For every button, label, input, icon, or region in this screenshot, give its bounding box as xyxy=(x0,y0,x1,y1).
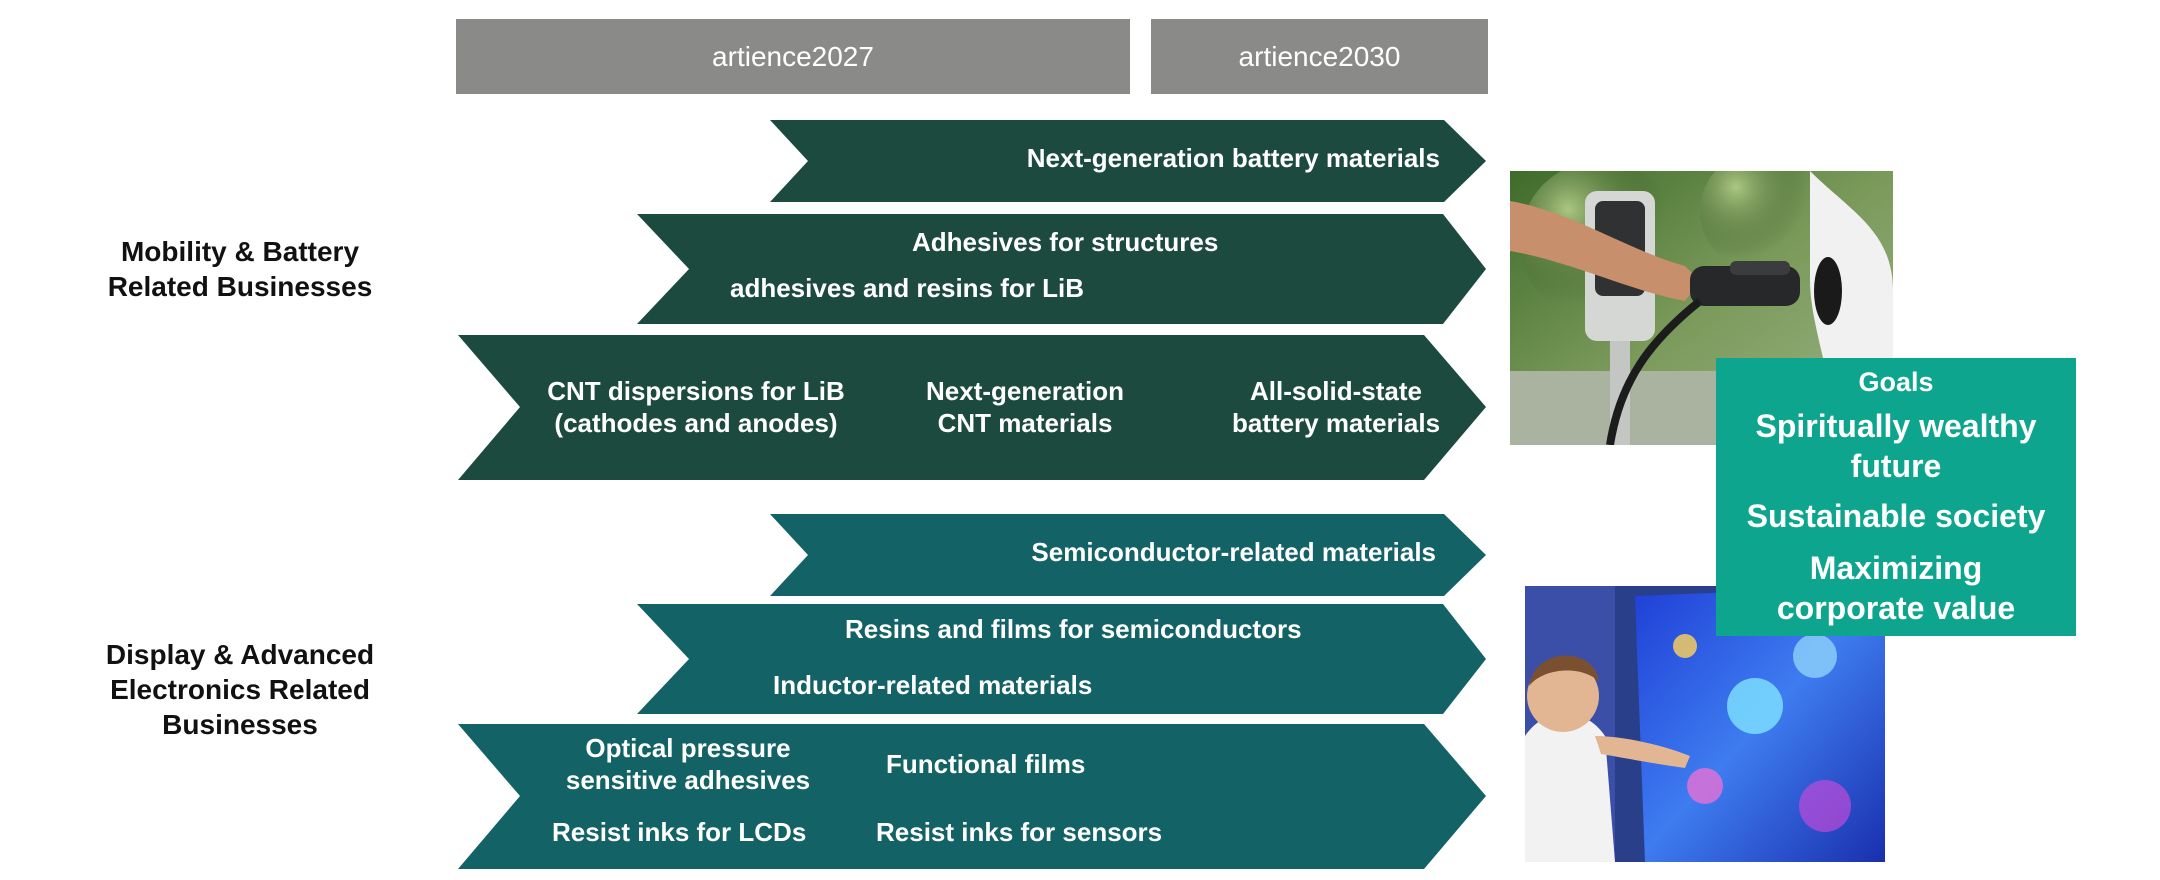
goal-spiritually-wealthy: Spiritually wealthy future xyxy=(1755,408,2037,484)
section-label-display: Display & Advanced Electronics Related B… xyxy=(105,639,375,740)
arrow-optical-item1: Optical pressure sensitive adhesives xyxy=(565,733,811,795)
arrow-shape xyxy=(770,120,1486,202)
arrow-semiconductor: Semiconductor-related materials xyxy=(770,514,1486,596)
goal-maximizing-value: Maximizing corporate value xyxy=(1776,550,2016,626)
child-touchscreen-photo xyxy=(1525,586,1885,862)
arrow-resins-films-line2: Inductor-related materials xyxy=(773,670,1093,700)
goals-box: Goals Spiritually wealthy future Sustain… xyxy=(1716,358,2076,636)
header-artience2030-label: artience2030 xyxy=(1238,40,1401,72)
arrow-adhesives: Adhesives for structures adhesives and r… xyxy=(637,214,1486,324)
arrow-shape xyxy=(637,604,1486,714)
header-artience2030: artience2030 xyxy=(1151,19,1488,94)
arrow-adhesives-line2: adhesives and resins for LiB xyxy=(730,273,1085,303)
arrow-cnt-col3: All-solid-state battery materials xyxy=(1231,376,1441,438)
arrow-adhesives-line1: Adhesives for structures xyxy=(912,227,1219,257)
arrow-optical: Optical pressure sensitive adhesives Fun… xyxy=(458,724,1486,869)
arrow-shape xyxy=(458,724,1486,869)
arrow-resins-films: Resins and films for semiconductors Indu… xyxy=(637,604,1486,714)
arrow-shape xyxy=(458,335,1486,480)
header-artience2027-label: artience2027 xyxy=(712,40,874,72)
arrow-next-gen-battery: Next-generation battery materials xyxy=(770,120,1486,202)
goals-title: Goals xyxy=(1858,367,1934,397)
section-label-mobility: Mobility & Battery Related Businesses xyxy=(107,236,373,302)
arrow-cnt-col1: CNT dispersions for LiB (cathodes and an… xyxy=(547,376,845,438)
header-artience2027: artience2027 xyxy=(456,19,1130,94)
arrow-shape xyxy=(637,214,1486,324)
arrow-cnt-col2: Next-generation CNT materials xyxy=(926,376,1124,438)
arrow-optical-item3: Resist inks for LCDs xyxy=(552,817,807,847)
arrow-shape xyxy=(770,514,1486,596)
arrow-resins-films-line1: Resins and films for semiconductors xyxy=(845,614,1302,644)
goal-sustainable-society: Sustainable society xyxy=(1746,498,2046,534)
arrow-next-gen-battery-label: Next-generation battery materials xyxy=(1026,143,1440,173)
arrow-optical-item2: Functional films xyxy=(886,749,1086,779)
arrow-cnt: CNT dispersions for LiB (cathodes and an… xyxy=(458,335,1486,480)
arrow-semiconductor-label: Semiconductor-related materials xyxy=(1031,537,1436,567)
arrow-optical-item4: Resist inks for sensors xyxy=(876,817,1163,847)
